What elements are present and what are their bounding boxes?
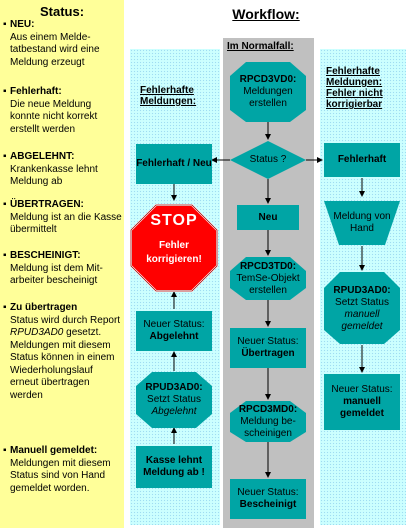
stop-sign-line2: korrigieren!: [146, 254, 202, 265]
status-item-neu: ▪ NEU: Aus einem Melde-tatbestand wird e…: [3, 19, 123, 69]
status-value: Bescheinigt: [239, 499, 297, 510]
box-meldung-von-hand: Meldung von Hand: [333, 211, 391, 234]
status-item-zu-uebertragen: ▪ Zu übertragen Status wird durch Report…: [3, 302, 123, 402]
report-shape-right: [324, 272, 400, 344]
right-column-header: Fehlerhafte Meldungen: Fehler nicht korr…: [326, 66, 383, 110]
box-kasse-lehnt-ab: Kasse lehnt Meldung ab !: [136, 446, 212, 488]
box-neu: Neu: [237, 205, 299, 230]
box-fehlerhaft: Fehlerhaft: [324, 143, 400, 177]
status-name: Zu übertragen: [10, 302, 78, 313]
box-temse-erstellen: RPCD3TD0: TemSe-Objekt erstellen: [230, 259, 306, 299]
manual-operation-shape: [324, 201, 400, 245]
report-name: RPUD3AD0:: [333, 285, 391, 296]
box-status-manuell-gemeldet: Neuer Status: manuell gemeldet: [324, 374, 400, 430]
status-description: Meldungen mit diesem Status sind von Han…: [10, 457, 111, 494]
report-shape-create: [230, 62, 306, 122]
box-status-abgelehnt: Neuer Status: Abgelehnt: [136, 311, 212, 351]
workflow-title: Workflow:: [232, 6, 300, 22]
status-title: Status:: [39, 4, 85, 19]
status-description: Krankenkasse lehnt Meldung ab: [10, 163, 98, 188]
report-description: Meldung be-scheinigen: [240, 416, 296, 439]
status-label: Neuer Status:: [237, 487, 299, 498]
report-name: RPUD3AD0:: [145, 382, 203, 393]
status-value: Abgelehnt: [149, 331, 199, 342]
status-value: Übertragen: [241, 348, 295, 359]
status-item-uebertragen: ▪ ÜBERTRAGEN: Meldung ist an die Kasse ü…: [3, 199, 123, 237]
status-item-manuell-gemeldet: ▪ Manuell gemeldet: Meldungen mit diesem…: [3, 445, 123, 495]
status-name: BESCHEINIGT:: [10, 250, 81, 261]
box-meldungen-erstellen: RPCD3VD0: Meldungen erstellen: [230, 66, 306, 118]
report-name: RPUD3AD0: [10, 327, 64, 338]
box-status-uebertragen: Neuer Status: Übertragen: [230, 328, 306, 368]
status-item-bescheinigt: ▪ BESCHEINIGT: Meldung ist dem Mit-arbei…: [3, 250, 123, 288]
status-item-abgelehnt: ▪ ABGELEHNT: Krankenkasse lehnt Meldung …: [3, 151, 123, 189]
box-status-bescheinigt: Neuer Status: Bescheinigt: [230, 479, 306, 519]
report-line: Setzt Status: [335, 297, 389, 308]
box-meldung-bescheinigen: RPCD3MD0: Meldung be-scheinigen: [230, 403, 306, 441]
stop-sign-line1: Fehler: [158, 240, 189, 251]
status-description: Die neue Meldung konnte nicht korrekt er…: [10, 98, 98, 135]
status-description: Meldung ist dem Mit-arbeiter bescheinigt: [10, 262, 103, 287]
status-description: Aus einem Melde-tatbestand wird eine Mel…: [10, 31, 100, 68]
middle-column-header: Im Normalfall:: [227, 41, 294, 52]
stop-sign-title: STOP: [150, 212, 198, 229]
status-description: Status wird durch Report RPUD3AD0 gesetz…: [3, 315, 123, 403]
status-name: ABGELEHNT:: [10, 151, 75, 162]
status-label: Neuer Status:: [237, 336, 299, 347]
left-column-header: Fehlerhafte Meldungen:: [140, 85, 197, 107]
bullet-icon: ▪: [3, 151, 7, 162]
report-status: Abgelehnt: [151, 406, 197, 417]
status-item-fehlerhaft: ▪ Fehlerhaft: Die neue Meldung konnte ni…: [3, 86, 123, 136]
box-fehlerhaft-neu: Fehlerhaft / Neu: [136, 144, 212, 184]
bullet-icon: ▪: [3, 250, 7, 261]
report-line: Setzt Status: [147, 394, 201, 405]
report-status: manuell gemeldet: [341, 309, 383, 332]
status-value: manuell gemeldet: [340, 396, 384, 419]
decision-diamond: [230, 141, 306, 179]
bullet-icon: ▪: [3, 445, 7, 456]
bullet-icon: ▪: [3, 199, 7, 210]
box-report-abgelehnt: RPUD3AD0: Setzt Status Abgelehnt: [136, 375, 212, 425]
status-description-text: Status wird durch Report: [10, 314, 121, 326]
status-description: Meldung ist an die Kasse übermittelt: [10, 211, 122, 236]
report-name: RPCD3TD0:: [239, 261, 297, 272]
box-report-manuell: RPUD3AD0: Setzt Status manuell gemeldet: [324, 278, 400, 340]
decision-label: Status ?: [249, 154, 287, 165]
report-description: TemSe-Objekt erstellen: [236, 273, 300, 296]
report-shape-left: [136, 372, 212, 428]
status-name: ÜBERTRAGEN:: [10, 199, 84, 210]
status-name: Manuell gemeldet:: [10, 445, 98, 456]
report-name: RPCD3VD0:: [239, 74, 297, 85]
report-description: Meldungen erstellen: [243, 86, 293, 109]
status-name: Fehlerhaft:: [10, 86, 62, 97]
status-name: NEU:: [10, 19, 35, 30]
status-label: Neuer Status:: [331, 384, 393, 395]
bullet-icon: ▪: [3, 19, 7, 30]
status-description-text: gesetzt. Meldungen mit diesem Status kön…: [10, 327, 115, 401]
status-legend-panel: Status: ▪ NEU: Aus einem Melde-tatbestan…: [0, 0, 124, 528]
report-name: RPCD3MD0:: [238, 404, 298, 415]
report-shape-temse: [230, 257, 306, 300]
status-label: Neuer Status:: [143, 319, 205, 330]
bullet-icon: ▪: [3, 302, 7, 313]
report-shape-md: [230, 401, 306, 442]
bullet-icon: ▪: [3, 86, 7, 97]
